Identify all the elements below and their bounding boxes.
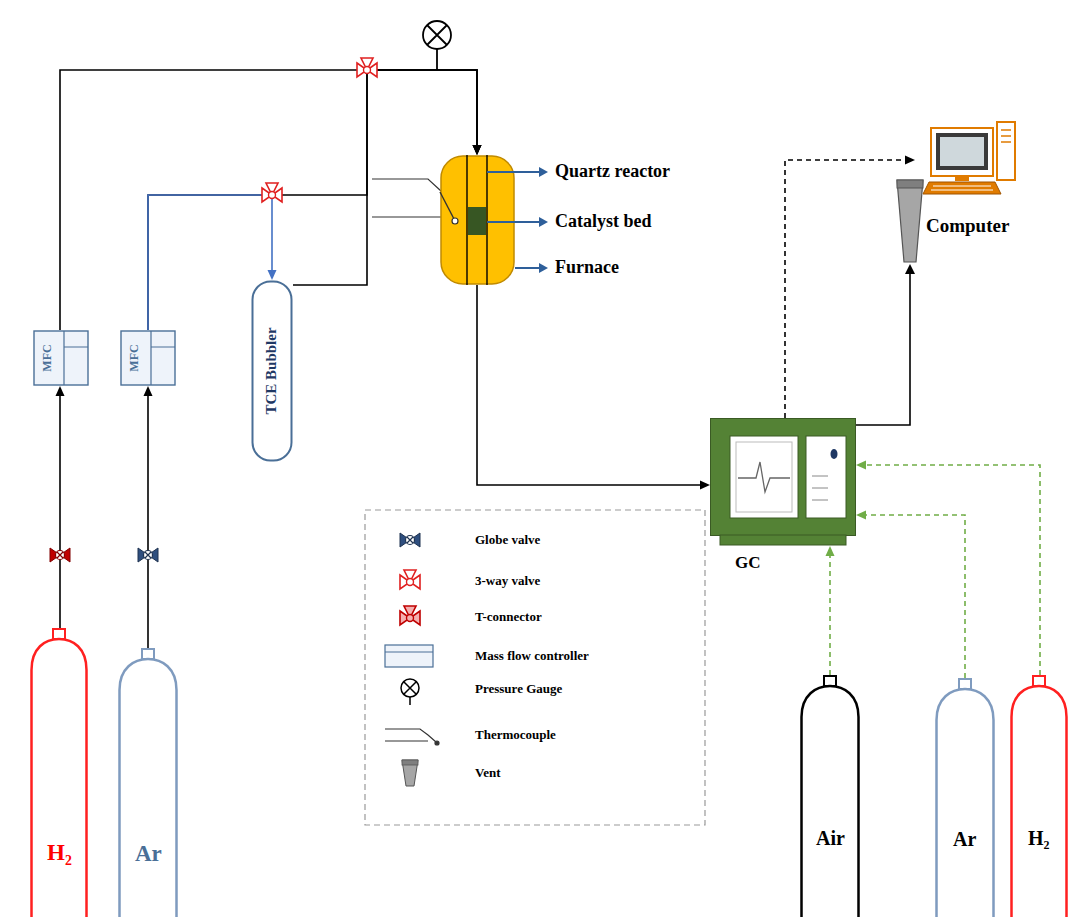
reactor-shape: [440, 155, 515, 285]
three-way-valve: [357, 58, 377, 77]
legend-thermocouple: [385, 729, 439, 745]
gc-shape: [710, 418, 856, 546]
bubbler-label: TCE Bubbler: [263, 327, 280, 414]
cylinder-label: H₂: [47, 840, 72, 866]
gas-cylinder: Ar: [118, 648, 178, 917]
gas-cylinder-shape: [1010, 675, 1068, 917]
cylinder-label: Air: [816, 827, 845, 850]
legend-text: Vent: [475, 765, 501, 781]
cylinder-label: H₂: [1028, 827, 1050, 850]
quartz-reactor: Quartz reactorCatalyst bedFurnace: [440, 155, 515, 285]
gas-cylinder-shape: [935, 678, 995, 917]
vent-line: [856, 264, 915, 425]
legend-pressure-gauge: [401, 679, 419, 705]
legend-vent: [402, 760, 418, 786]
gas-cylinder-shape: [800, 675, 860, 917]
legend-text: 3-way valve: [475, 573, 540, 589]
cylinder-label: Ar: [953, 828, 976, 851]
vent-symbol: [897, 180, 923, 262]
globe-valve: [138, 548, 158, 562]
reactor-label: Quartz reactor: [555, 161, 670, 182]
flow-connector: [56, 386, 65, 628]
mfc-label: MFC: [41, 344, 55, 371]
cylinder-label: Ar: [135, 841, 162, 867]
legend-three-way-valve: [400, 570, 420, 589]
gas-cylinder: H₂: [30, 628, 88, 917]
mfc-label: MFC: [128, 344, 142, 371]
legend-text: T-connector: [475, 609, 542, 625]
legend-t-connector: [400, 606, 420, 625]
gc-label: GC: [735, 553, 761, 573]
thermocouple: [372, 179, 441, 217]
flow-connector: [856, 511, 965, 679]
pressure-gauge: [423, 21, 451, 70]
gas-chromatograph: GC: [710, 418, 856, 546]
computer: Computer: [915, 118, 1020, 198]
globe-valve: [50, 548, 70, 562]
legend-box: [365, 510, 705, 825]
flow-connector: [856, 461, 1040, 676]
flow-connector: [826, 546, 835, 675]
legend-text: Thermocouple: [475, 727, 556, 743]
flow-connector: [148, 70, 482, 330]
computer-label: Computer: [926, 215, 1009, 237]
three-way-valve: [262, 183, 282, 202]
legend-text: Pressure Gauge: [475, 681, 562, 697]
legend-globe-valve: [400, 533, 420, 547]
mass-flow-controller: MFC: [120, 330, 176, 386]
gas-cylinder: Ar: [935, 678, 995, 917]
gas-cylinder-shape: [118, 648, 178, 917]
flow-connector: [785, 156, 915, 419]
legend-text: Globe valve: [475, 532, 540, 548]
flow-connector: [144, 386, 153, 648]
tce-bubbler: TCE Bubbler: [251, 280, 293, 462]
gas-cylinder-shape: [30, 628, 88, 917]
gas-cylinder: Air: [800, 675, 860, 917]
computer-icon: [915, 118, 1020, 198]
gas-cylinder: H₂: [1010, 675, 1068, 917]
mass-flow-controller: MFC: [33, 330, 89, 386]
flow-connector: [477, 285, 710, 490]
legend-mfc: [385, 645, 433, 667]
catalyst-label: Catalyst bed: [555, 211, 652, 232]
legend-text: Mass flow controller: [475, 648, 589, 664]
furnace-label: Furnace: [555, 257, 619, 278]
